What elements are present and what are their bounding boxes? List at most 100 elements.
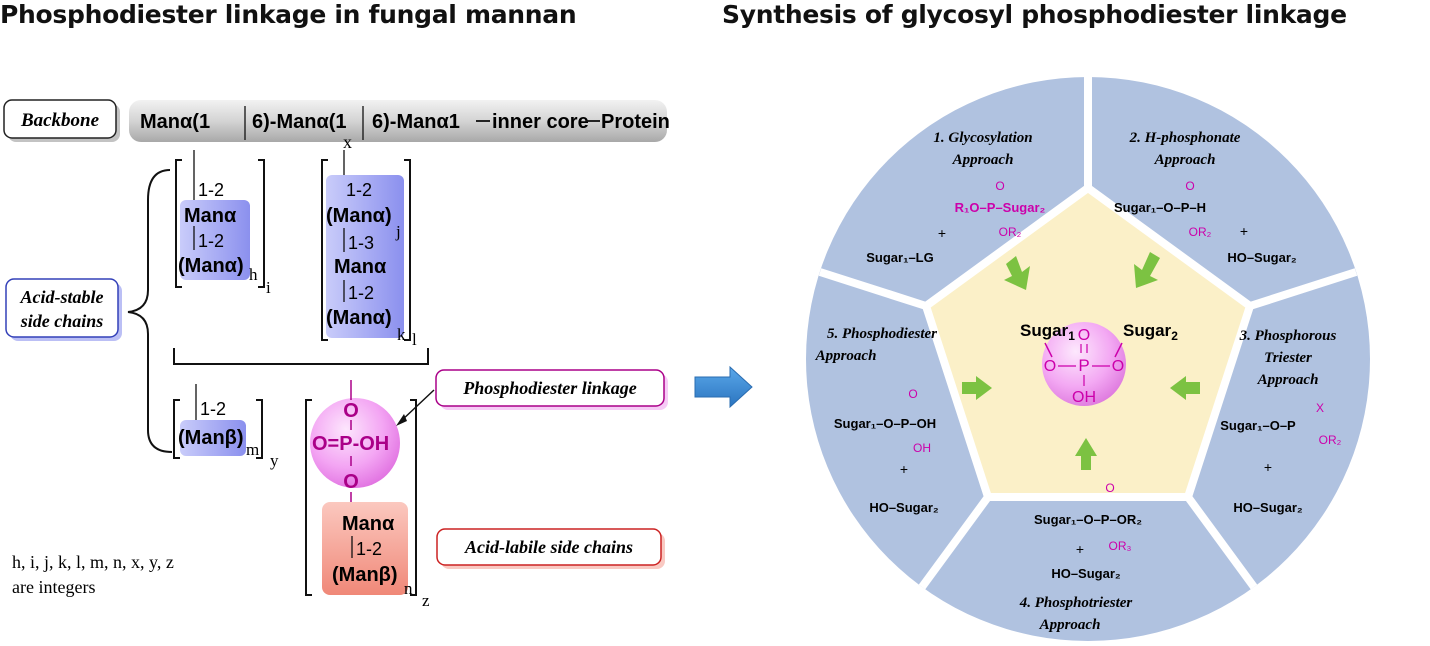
svg-text:4. Phosphotriester: 4. Phosphotriester	[1019, 595, 1133, 611]
approach-3: 3. Phosphorous Triester Approach X Sugar…	[1220, 328, 1341, 515]
svg-text:X: X	[1316, 401, 1324, 415]
svg-text:OR₂: OR₂	[1189, 225, 1212, 239]
svg-text:i: i	[266, 278, 271, 297]
svg-text:Sugar₁–O–P–OH: Sugar₁–O–P–OH	[834, 416, 936, 431]
svg-text:Manα: Manα	[184, 205, 237, 227]
svg-text:+: +	[938, 225, 946, 241]
green-arrows	[962, 252, 1200, 470]
svg-text:O: O	[908, 387, 917, 401]
approach-1: 1. Glycosylation Approach O R₁O–P–Sugar₂…	[866, 130, 1045, 265]
svg-text:O: O	[995, 179, 1004, 193]
svg-text:3. Phosphorous: 3. Phosphorous	[1239, 328, 1337, 344]
svg-text:HO–Sugar₂: HO–Sugar₂	[869, 500, 939, 515]
integer-note-2: are integers	[12, 577, 95, 597]
center-molecule: Sugar1 Sugar2 O P O O OH	[1020, 321, 1178, 406]
branch-1: 1-2 Manα 1-2 (Manα) h i	[175, 150, 271, 297]
approach-4: O Sugar₁–O–P–OR₂ OR₃ + HO–Sugar₂ 4. Phos…	[1019, 481, 1142, 633]
transition-arrow	[694, 365, 753, 409]
svg-text:(Manα): (Manα)	[178, 255, 244, 277]
svg-text:h: h	[249, 265, 258, 284]
svg-text:Approach: Approach	[815, 348, 877, 364]
svg-text:+: +	[1240, 223, 1248, 239]
svg-text:5. Phosphodiester: 5. Phosphodiester	[827, 326, 937, 342]
svg-text:2. H-phosphonate: 2. H-phosphonate	[1129, 130, 1241, 146]
acid-labile-label: Acid-labile side chains	[436, 528, 665, 569]
svg-text:1-2: 1-2	[200, 399, 226, 419]
svg-text:+: +	[1264, 459, 1272, 475]
svg-text:l: l	[412, 330, 417, 349]
svg-text:R₁O–P–Sugar₂: R₁O–P–Sugar₂	[955, 200, 1046, 215]
integer-note-1: h, i, j, k, l, m, n, x, y, z	[12, 552, 174, 572]
phosphate-sphere	[310, 398, 400, 488]
svg-text:1-2: 1-2	[346, 180, 372, 200]
svg-text:k: k	[397, 325, 406, 344]
svg-text:O=P-OH: O=P-OH	[312, 433, 389, 455]
svg-text:1-2: 1-2	[198, 180, 224, 200]
svg-text:Sugar₁–O–P–OR₂: Sugar₁–O–P–OR₂	[1034, 512, 1142, 527]
svg-text:O: O	[1078, 327, 1090, 344]
svg-text:Approach: Approach	[952, 152, 1014, 168]
backbone-text: Backbone	[20, 110, 100, 131]
backbone-label: Backbone	[3, 99, 120, 142]
svg-text:O: O	[343, 400, 359, 422]
svg-text:O: O	[1044, 358, 1056, 375]
svg-text:OR₂: OR₂	[1319, 433, 1342, 447]
svg-text:OR₃: OR₃	[1109, 539, 1132, 553]
svg-text:Approach: Approach	[1257, 372, 1319, 388]
svg-text:n: n	[404, 579, 413, 598]
svg-text:j: j	[395, 222, 401, 241]
svg-text:Acid-stable: Acid-stable	[20, 287, 104, 307]
svg-text:side chains: side chains	[20, 311, 104, 331]
svg-text:1-2: 1-2	[198, 231, 224, 251]
backbone-protein: Protein	[601, 111, 670, 133]
svg-text:1-2: 1-2	[356, 539, 382, 559]
svg-text:HO–Sugar₂: HO–Sugar₂	[1233, 500, 1303, 515]
svg-text:Acid-labile side chains: Acid-labile side chains	[464, 537, 633, 557]
branch-2: 1-2 (Manα) j 1-3 Manα 1-2 (Manα) k l	[321, 150, 417, 349]
svg-text:HO–Sugar₂: HO–Sugar₂	[1051, 566, 1121, 581]
svg-text:Approach: Approach	[1154, 152, 1216, 168]
backbone-core: inner core	[492, 111, 589, 133]
svg-text:z: z	[422, 591, 430, 610]
svg-text:y: y	[270, 451, 279, 470]
backbone-chain: Manα(1 6)-Manα(1 6)-Manα1 inner core Pro…	[129, 100, 670, 152]
phosphate-unit: O O=P-OH O Manα 1-2 (Manβ) n z	[305, 380, 430, 610]
svg-text:Sugar1: Sugar1	[1020, 321, 1075, 343]
side-chain-brace	[127, 169, 173, 453]
svg-text:O: O	[1105, 481, 1114, 495]
svg-text:Sugar₁–O–P: Sugar₁–O–P	[1220, 418, 1296, 433]
svg-text:(Manα): (Manα)	[326, 307, 392, 329]
svg-text:O: O	[1185, 179, 1194, 193]
backbone-res1: Manα(1	[140, 111, 210, 133]
approach-5: 5. Phosphodiester Approach O Sugar₁–O–P–…	[815, 326, 939, 515]
svg-text:(Manβ): (Manβ)	[178, 427, 244, 449]
svg-text:OR₂: OR₂	[999, 225, 1022, 239]
svg-text:O: O	[343, 471, 359, 493]
svg-text:O: O	[1112, 358, 1124, 375]
svg-text:P: P	[1078, 356, 1089, 375]
svg-text:1. Glycosylation: 1. Glycosylation	[933, 130, 1032, 146]
backbone-res3: 6)-Manα1	[372, 111, 460, 133]
right-title: Synthesis of glycosyl phosphodiester lin…	[722, 0, 1347, 29]
svg-text:Manα: Manα	[334, 256, 387, 278]
left-title: Phosphodiester linkage in fungal mannan	[0, 0, 577, 29]
svg-text:(Manβ): (Manβ)	[332, 564, 398, 586]
acid-stable-label: Acid-stable side chains	[5, 278, 122, 341]
svg-text:Phosphodiester linkage: Phosphodiester linkage	[462, 378, 637, 398]
backbone-res2: 6)-Manα(1	[252, 111, 347, 133]
svg-text:Manα: Manα	[342, 513, 395, 535]
svg-text:Approach: Approach	[1039, 617, 1101, 633]
svg-text:m: m	[246, 440, 259, 459]
svg-text:OH: OH	[913, 441, 931, 455]
svg-text:Sugar₁–O–P–H: Sugar₁–O–P–H	[1114, 200, 1206, 215]
svg-text:1-3: 1-3	[348, 233, 374, 253]
phosphodiester-label: Phosphodiester linkage	[396, 369, 668, 426]
backbone-sub-x: x	[343, 132, 352, 152]
svg-text:+: +	[900, 461, 908, 477]
svg-text:HO–Sugar₂: HO–Sugar₂	[1227, 250, 1297, 265]
svg-text:Sugar2: Sugar2	[1123, 321, 1178, 343]
labile-box	[322, 502, 408, 595]
svg-text:+: +	[1076, 541, 1084, 557]
branch-3: 1-2 (Manβ) m y	[173, 384, 279, 470]
